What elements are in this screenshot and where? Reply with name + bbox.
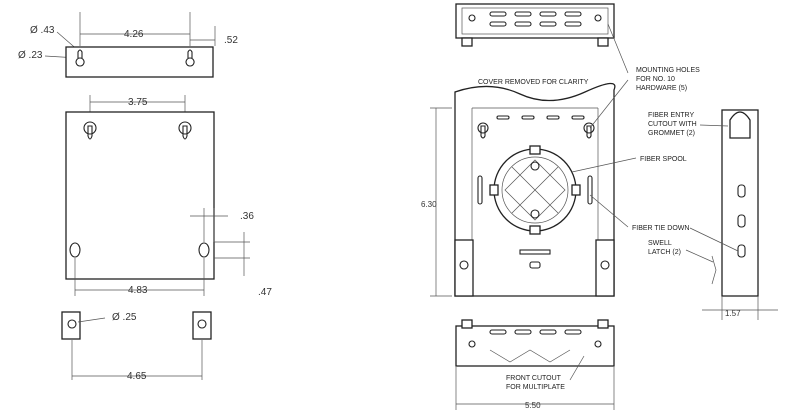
callout-mounting-holes-3: HARDWARE (5): [636, 85, 687, 92]
callout-fiber-entry-1: FIBER ENTRY: [648, 112, 694, 119]
mount-hole-left-icon: [83, 121, 97, 140]
callout-fiber-spool: FIBER SPOOL: [640, 156, 687, 163]
middle-bottom-view: 5.50: [455, 319, 615, 410]
enclosure-side: [721, 109, 759, 297]
enclosure-top: [455, 3, 615, 39]
dim-hole-dia-bottom: Ø .25: [112, 312, 137, 323]
callout-mounting-holes-1: MOUNTING HOLES: [636, 67, 700, 74]
enclosure-bottom: [455, 325, 615, 367]
callout-swell-latch-2: LATCH (2): [648, 249, 681, 256]
bracket-hole-right-icon: [197, 319, 207, 329]
dim-hole-spacing-back: 3.75: [128, 97, 148, 108]
back-plate: [65, 111, 215, 280]
middle-front-view: COVER REMOVED FOR CLARITY: [421, 79, 616, 297]
dim-hole-spacing-top: 4.26: [124, 29, 144, 40]
dim-height-front: 6.30: [421, 200, 437, 209]
callouts: MOUNTING HOLES FOR NO. 10 HARDWARE (5) F…: [506, 23, 739, 391]
middle-top-view: [455, 3, 615, 47]
dim-slot-dia-top: Ø .23: [18, 50, 43, 61]
callout-fiber-entry-3: GROMMET (2): [648, 130, 695, 137]
left-back-view: 3.75 .36 .47 4.83: [65, 95, 272, 298]
callout-swell-latch-1: SWELL: [648, 240, 672, 247]
mount-hole-right-icon: [178, 121, 192, 140]
dim-edge-offset-top: .52: [224, 35, 238, 46]
swell-latch-icon: [711, 255, 717, 285]
dim-hole-offset-y: .47: [258, 287, 272, 298]
right-side-view: 1.57: [702, 109, 778, 320]
callout-front-cutout-1: FRONT CUTOUT: [506, 375, 562, 382]
callout-fiber-tie-down: FIBER TIE DOWN: [632, 225, 689, 232]
keyhole-slot-left-icon: [75, 49, 85, 67]
slot-bottom-right-icon: [198, 242, 210, 258]
dim-depth-side: 1.57: [725, 309, 741, 318]
label-cover-removed: COVER REMOVED FOR CLARITY: [478, 79, 589, 86]
callout-mounting-holes-2: FOR NO. 10: [636, 76, 675, 83]
callout-front-cutout-2: FOR MULTIPLATE: [506, 384, 565, 391]
dim-width-front: 5.50: [525, 401, 541, 410]
keyhole-slot-right-icon: [185, 49, 195, 67]
fiber-entry-grommet-icon: [729, 111, 751, 139]
fiber-spool-icon: [489, 145, 581, 235]
bracket-hole-left-icon: [67, 319, 77, 329]
left-top-view: 4.26 .52 Ø .43 Ø .23: [18, 12, 238, 78]
dim-width-back: 4.83: [128, 285, 148, 296]
dim-hole-spacing-bottom: 4.65: [127, 371, 147, 382]
dim-hole-offset-x: .36: [240, 211, 254, 222]
callout-fiber-entry-2: CUTOUT WITH: [648, 121, 697, 128]
dim-hole-dia-top: Ø .43: [30, 25, 55, 36]
slot-bottom-left-icon: [69, 242, 81, 258]
left-bottom-view: Ø .25 4.65: [61, 311, 212, 382]
